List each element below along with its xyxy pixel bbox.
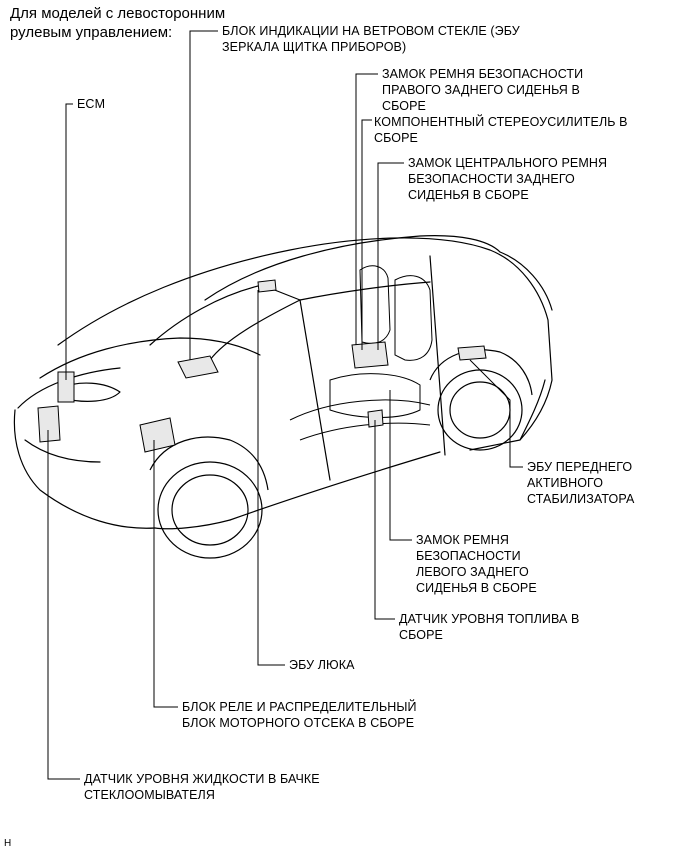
header-line-1: Для моделей с левосторонним (10, 5, 226, 22)
leader-lines (47, 30, 523, 780)
center-belt-label: ЗАМОК ЦЕНТРАЛЬНОГО РЕМНЯ БЕЗОПАСНОСТИ ЗА… (408, 156, 608, 202)
sunroof-ecu (257, 279, 277, 293)
washer-tank (37, 405, 61, 443)
stabilizer-ecu (457, 345, 487, 361)
washer-label: ДАТЧИК УРОВНЯ ЖИДКОСТИ В БАЧКЕ СТЕКЛООМЫ… (84, 772, 320, 802)
rl-belt-label: ЗАМОК РЕМНЯ БЕЗОПАСНОСТИ ЛЕВОГО ЗАДНЕГО … (416, 533, 537, 595)
fuel-label: ДАТЧИК УРОВНЯ ТОПЛИВА В СБОРЕ (399, 612, 580, 642)
stabilizer-label: ЭБУ ПЕРЕДНЕГО АКТИВНОГО СТАБИЛИЗАТОРА (527, 460, 635, 506)
front-wheel-outer (157, 461, 263, 559)
sunroof-label: ЭБУ ЛЮКА (289, 658, 355, 672)
car-body-outline (13, 235, 553, 530)
corner-mark: H (4, 838, 12, 849)
front-wheel-inner (171, 474, 249, 546)
components (37, 279, 487, 453)
stereo-amp (351, 341, 389, 369)
interior-seats (289, 265, 433, 441)
amp-label: КОМПОНЕНТНЫЙ СТЕРЕОУСИЛИТЕЛЬ В СБОРЕ (374, 115, 628, 145)
hud-unit (177, 355, 219, 379)
header-line-2: рулевым управлением: (10, 24, 173, 41)
rr-belt-label: ЗАМОК РЕМНЯ БЕЗОПАСНОСТИ ПРАВОГО ЗАДНЕГО… (382, 67, 584, 113)
relay-block (139, 417, 176, 453)
ecm-label: ECM (77, 97, 106, 111)
relay-label: БЛОК РЕЛЕ И РАСПРЕДЕЛИТЕЛЬНЫЙ БЛОК МОТОР… (182, 700, 417, 730)
hud-label: БЛОК ИНДИКАЦИИ НА ВЕТРОВОМ СТЕКЛЕ (ЭБУ З… (222, 24, 520, 54)
fuel-sender (367, 409, 384, 428)
wheels (149, 349, 533, 559)
